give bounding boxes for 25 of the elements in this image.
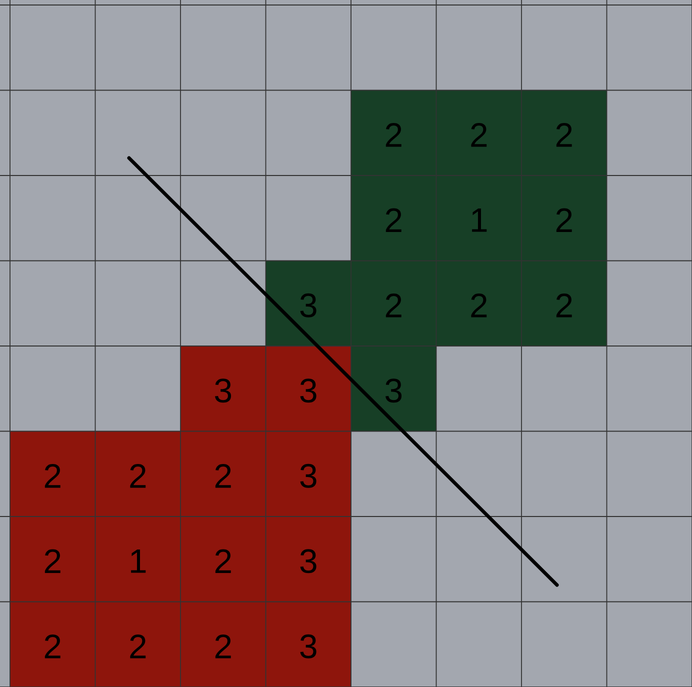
cell-number: 2	[215, 464, 231, 488]
cell-number: 3	[300, 293, 316, 318]
cell-number: 2	[471, 123, 487, 147]
cell-number: 2	[386, 294, 402, 318]
cell-number: 2	[130, 464, 146, 488]
cell-number: 2	[556, 294, 572, 318]
cell-number: 3	[300, 634, 316, 658]
cell-number: 2	[44, 549, 60, 573]
cell-number: 2	[44, 634, 60, 658]
cell-number: 2	[471, 294, 487, 318]
cell-number: 2	[44, 464, 60, 488]
cell-number: 1	[472, 208, 487, 232]
cell-number: 2	[215, 549, 231, 573]
cell-number: 1	[131, 549, 146, 573]
cell-number: 2	[130, 634, 146, 658]
cell-number: 2	[556, 208, 572, 232]
cell-number: 3	[300, 378, 316, 403]
cell-number: 2	[386, 208, 402, 232]
cell-number: 3	[386, 378, 402, 403]
cell-number: 2	[215, 634, 231, 658]
cell-number: 3	[300, 464, 316, 488]
cell-number: 2	[556, 123, 572, 147]
cell-number: 3	[300, 549, 316, 574]
cell-number: 3	[215, 378, 232, 403]
cell-number: 2	[386, 123, 402, 147]
